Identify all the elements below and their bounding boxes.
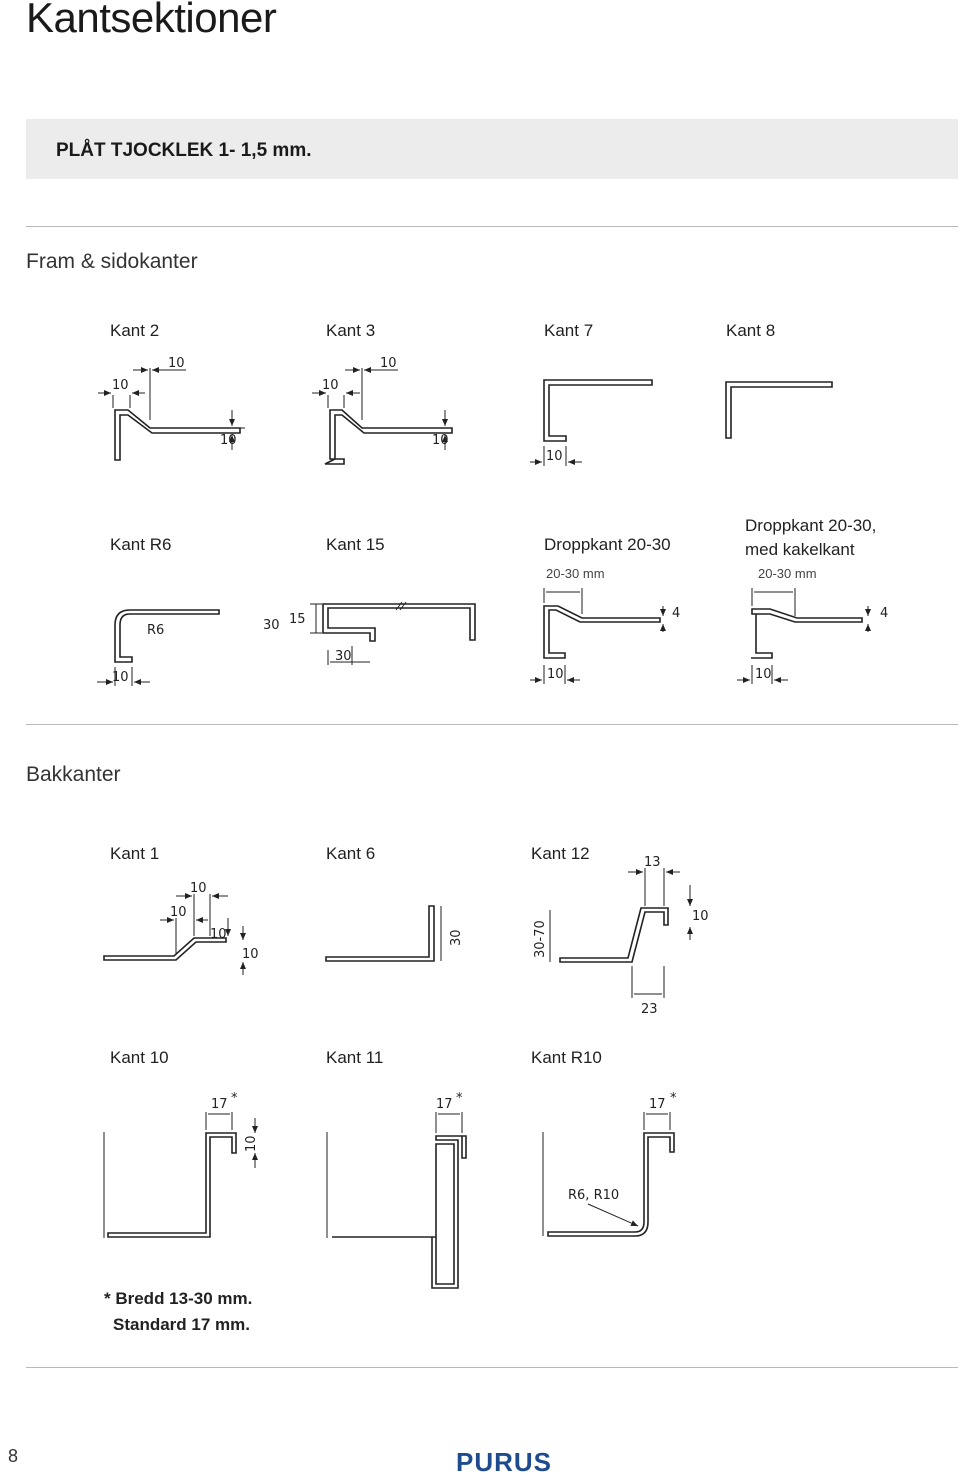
dim-text: 10: [244, 1135, 259, 1152]
divider: [26, 724, 958, 725]
section-title-front-side: Fram & sidokanter: [26, 250, 198, 273]
page-title: Kantsektioner: [26, 0, 277, 41]
page-number: 8: [8, 1446, 19, 1466]
label-kant-6: Kant 6: [326, 844, 376, 863]
section-title-back: Bakkanter: [26, 763, 121, 786]
dim-text: 10: [170, 905, 187, 920]
profile-kant-10: [107, 1132, 237, 1238]
dim-text: 10: [432, 433, 449, 448]
dim-text: R6: [147, 623, 164, 638]
dim-text: 10: [112, 670, 129, 685]
dim-text: *: [231, 1091, 238, 1106]
dim-text: 30: [449, 929, 464, 946]
label-kant-8: Kant 8: [726, 321, 776, 340]
divider: [26, 1367, 958, 1368]
dim-text: 10: [210, 927, 227, 942]
profile-kant-11: [332, 1135, 467, 1289]
label-kant-11: Kant 11: [326, 1048, 384, 1067]
dimension-labels: 10 10 10 10 10 10 10 R6 10 30 15 30 4 10…: [112, 356, 888, 1203]
profile-kant-15: [322, 603, 476, 642]
dim-text: 23: [641, 1002, 658, 1017]
footnote-line-1: * Bredd 13-30 mm.: [104, 1289, 253, 1308]
dim-text: 15: [289, 612, 306, 627]
divider: [26, 226, 958, 227]
profile-kant-7: [543, 379, 653, 442]
label-kant-12: Kant 12: [531, 844, 590, 863]
purus-logo: PURUS: [456, 1447, 553, 1477]
label-kant-r10: Kant R10: [531, 1048, 602, 1067]
label-droppkant: Droppkant 20-30: [544, 535, 671, 554]
label-droppkant-kakel-1: Droppkant 20-30,: [745, 516, 877, 535]
dim-text: 10: [112, 378, 129, 393]
label-kant-10: Kant 10: [110, 1048, 169, 1067]
dim-text: 30-70: [533, 920, 548, 958]
profile-kant-1: [103, 937, 227, 961]
profile-kant-r10: [547, 1132, 675, 1237]
dim-text: 17: [649, 1097, 666, 1112]
profile-kant-2: [114, 409, 241, 461]
dim-text: 17: [211, 1097, 228, 1112]
dim-text: 10: [546, 449, 563, 464]
dim-text: 17: [436, 1097, 453, 1112]
dim-text: 10: [242, 947, 259, 962]
profile-kant-3: [324, 409, 453, 465]
label-droppkant-kakel-2: med kakelkant: [745, 540, 855, 559]
profile-droppkant: [543, 605, 661, 659]
label-kant-15: Kant 15: [326, 535, 385, 554]
label-kant-1: Kant 1: [110, 844, 160, 863]
dim-text: *: [670, 1091, 677, 1106]
dim-text: 10: [190, 881, 207, 896]
profile-kant-r6: [114, 609, 220, 663]
dim-text: 4: [672, 606, 680, 621]
dim-text: 30: [263, 618, 280, 633]
label-kant-7: Kant 7: [544, 321, 594, 340]
dim-note-droppkant: 20-30 mm: [546, 566, 605, 581]
label-kant-2: Kant 2: [110, 321, 160, 340]
thickness-banner: [26, 119, 958, 179]
dim-text: 10: [168, 356, 185, 371]
footnote-line-2: Standard 17 mm.: [113, 1315, 250, 1334]
thickness-banner-text: PLÅT TJOCKLEK 1- 1,5 mm.: [56, 140, 312, 161]
dim-text: 30: [335, 649, 352, 664]
profile-droppkant-kakel: [751, 608, 863, 659]
dim-text: R6, R10: [568, 1188, 619, 1203]
dim-text: *: [456, 1091, 463, 1106]
label-kant-3: Kant 3: [326, 321, 376, 340]
dim-text: 10: [692, 909, 709, 924]
profile-kant-6: [325, 905, 435, 962]
dim-text: 10: [755, 667, 772, 682]
dim-note-droppkant-kakel: 20-30 mm: [758, 566, 817, 581]
dim-text: 4: [880, 606, 888, 621]
dim-text: 10: [547, 667, 564, 682]
profile-kant-8: [725, 381, 833, 439]
profile-kant-12: [559, 907, 669, 963]
dim-text: 13: [644, 855, 661, 870]
dim-text: 10: [220, 433, 237, 448]
label-kant-r6: Kant R6: [110, 535, 172, 554]
dim-text: 10: [380, 356, 397, 371]
dim-text: 10: [322, 378, 339, 393]
